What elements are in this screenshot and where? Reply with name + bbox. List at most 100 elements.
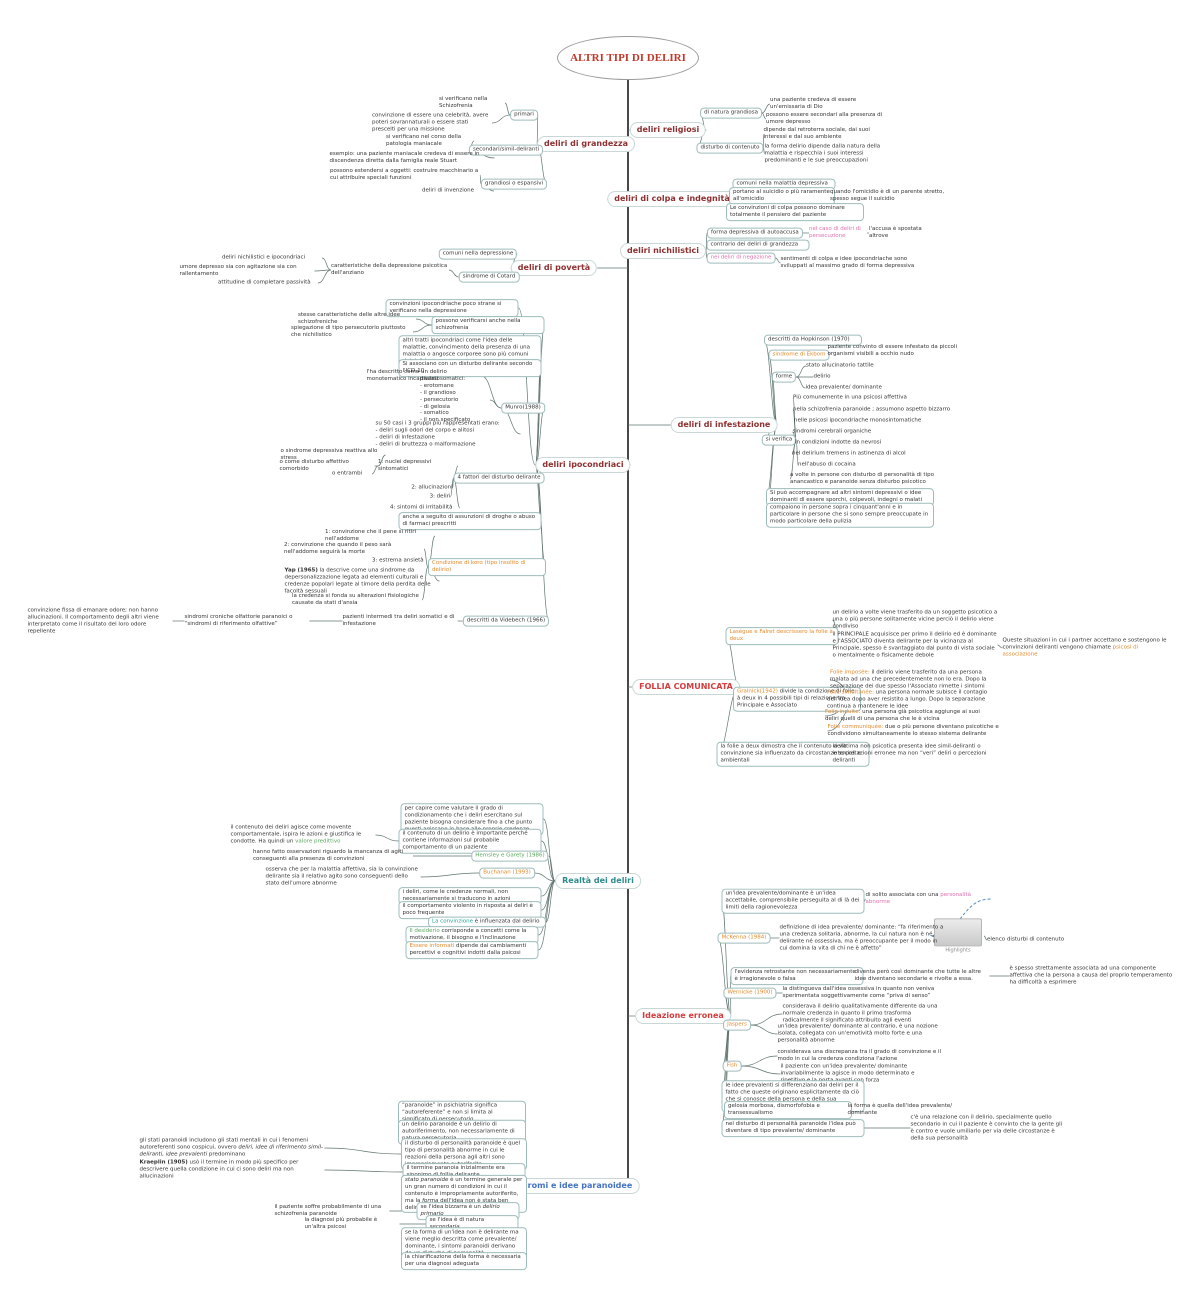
node-il-desiderio-corrisponde-a[interactable]: Il desiderio corrisponde a concetti come…	[405, 926, 539, 944]
node-o-entrambi[interactable]: o entrambi	[332, 470, 363, 477]
node-3-deliri[interactable]: 3: deliri	[429, 493, 451, 500]
node-convinzione-di-essere-una[interactable]: convinzione di essere una celebrità, ave…	[372, 112, 489, 133]
node-a-volte-in-persone[interactable]: a volte in persone con disturbo di perso…	[790, 472, 934, 485]
node-4-fattori-del-disturbo[interactable]: 4 fattori del disturbo delirante	[453, 472, 545, 484]
node-las-gue-e-falret[interactable]: Lasègue e Falret descrissero la folie à …	[725, 627, 839, 645]
node-buchanan-1993[interactable]: Buchanan (1993)	[479, 867, 535, 879]
node-c-una-relazione-con[interactable]: c'è una relazione con il delirio, specia…	[910, 1114, 1063, 1141]
node-si-verificano-nel-corso[interactable]: si verificano nel corso della patologia …	[386, 134, 462, 147]
node-di-natura-grandiosa[interactable]: di natura grandiosa	[700, 107, 762, 119]
node-descritti-da-hopkinson-1970[interactable]: descritti da Hopkinson (1970)	[764, 334, 862, 346]
node-considerava-il-delirio-qualitativamente[interactable]: considerava il delirio qualitativamente …	[782, 1003, 938, 1024]
node-gralnick-1942-divide-la[interactable]: Gralnick(1942) divide la condizione di f…	[733, 686, 861, 712]
node-dipende-dal-retroterra-sociale[interactable]: dipende dal retroterra sociale, dai suoi…	[763, 127, 870, 140]
node-osserva-che-per-la[interactable]: osserva che per la malattia affettiva, s…	[265, 866, 418, 887]
node-1-nuclei-depressivi-sintomatici[interactable]: 1: nuclei depressivi sintomatici	[378, 459, 432, 472]
node-spiegazione-di-tipo-persecutorio[interactable]: spiegazione di tipo persecutorio piuttos…	[291, 325, 406, 338]
node-diversi-somatici-erotomane-il[interactable]: diversi somatici: - erotomane - il grand…	[420, 375, 471, 424]
node-la-credenza-si-fonda[interactable]: la credenza si fonda su alterazioni fisi…	[292, 593, 419, 606]
node-sindromi-cerebrali-organiche[interactable]: sindromi cerebrali organiche	[792, 428, 872, 435]
branch-deliri-di-grandezza[interactable]: deliri di grandezza	[537, 136, 635, 152]
node-nel-delirium-tremens-in[interactable]: nel delirium tremens in astinenza di alc…	[792, 450, 906, 457]
node-si-verifica[interactable]: si verifica	[761, 434, 797, 446]
node-la-forma-delirio-dipende[interactable]: la forma delirio dipende dalla natura de…	[764, 143, 881, 164]
node-2-convinzione-che-quando[interactable]: 2: convinzione che quando il peso sarà n…	[284, 542, 392, 555]
node-folie-simultan-e-una[interactable]: Folie simultanée: una persona normale su…	[827, 690, 997, 711]
branch-realta-dei-deliri[interactable]: Realtà dei deliri	[555, 873, 641, 889]
branch-deliri-ipocondriaci[interactable]: deliri ipocondriaci	[535, 457, 631, 473]
node-una-paziente-credeva-di[interactable]: una paziente credeva di essere un'emissa…	[770, 97, 857, 110]
branch-deliri-di-infestazione[interactable]: deliri di infestazione	[670, 417, 778, 433]
node-considerava-una-discrepanza-tra[interactable]: considerava una discrepanza tra il grado…	[777, 1049, 942, 1062]
node-hemsley-e-garety-1986[interactable]: Hemsley e Garety (1986)	[471, 850, 549, 862]
node-primari[interactable]: primari	[510, 109, 538, 121]
node-quando-l-omicidio-di[interactable]: quando l'omicidio è di un parente strett…	[830, 189, 945, 202]
node-yap-1965-la-descrive[interactable]: Yap (1965) la descrive come una sindrome…	[285, 567, 440, 595]
node-umore-depresso-sia-con[interactable]: umore depresso sia con agitazione sia co…	[179, 264, 297, 277]
branch-follia-comunicata[interactable]: FOLLIA COMUNICATA	[632, 679, 740, 695]
node-attitudine-di-completare-passivit[interactable]: attitudine di completare passività	[218, 279, 311, 286]
node-4-sintomi-di-irritabilit[interactable]: 4: sintomi di irritabilità	[390, 504, 453, 511]
node-delirio[interactable]: delirio	[813, 373, 831, 380]
branch-deliri-di-colpa[interactable]: deliri di colpa e indegnità	[607, 191, 737, 207]
highlights-thumbnail[interactable]: Highlights	[932, 918, 984, 953]
node-nelle-psicosi-ipocondriache-monosintomatiche[interactable]: nelle psicosi ipocondriache monosintomat…	[794, 417, 922, 424]
node-l-ha-descritto-come[interactable]: l'ha descritto come un delirio monotemat…	[366, 369, 447, 382]
node-folie-impos-e-il[interactable]: Folie imposée: il delirio viene trasferi…	[830, 670, 1000, 691]
node-la-distingueva-dall-idea[interactable]: la distingueva dall'idea ossessiva in qu…	[782, 986, 935, 999]
node-grandiosi-o-espansivi[interactable]: grandiosi o espansivi	[480, 178, 548, 190]
node-sindromi-croniche-olfattorie-paranoici[interactable]: sindromi croniche olfattorie paranoici o…	[184, 614, 293, 627]
node-jaspers[interactable]: Jaspers	[723, 1019, 751, 1031]
branch-ideazione-erronea[interactable]: Ideazione erronea	[635, 1008, 731, 1024]
node-sindrome-di-cotard[interactable]: sindrome di Cotard	[458, 271, 520, 283]
node-stesse-caratteristiche-delle-altre[interactable]: stesse caratteristiche delle altre idee …	[298, 312, 401, 325]
node-gli-stati-paranoidi-includono[interactable]: gli stati paranoidi includono gli stati …	[140, 1138, 325, 1159]
node-nell-abuso-di-cocaina[interactable]: nell'abuso di cocaina	[798, 461, 856, 468]
node-munro-1988[interactable]: Munro(1988)	[501, 402, 545, 414]
node-possono-estendersi-a-oggetti[interactable]: possono estendersi a oggetti: costruire …	[330, 168, 479, 181]
node-kraeplin-1905-us-il[interactable]: Kraeplin (1905) usò il termine in modo p…	[140, 1160, 325, 1181]
node-il-contenuto-dei-deliri[interactable]: il contenuto dei deliri agisce come move…	[231, 825, 376, 846]
node-secondari-simil-deliranti[interactable]: secondari/simil-deliranti	[468, 144, 544, 156]
node-compaiono-in-persone-sopra[interactable]: compaiono in persone sopra i cinquant'an…	[766, 502, 934, 528]
node-spesso-strettamente-associata-ad[interactable]: è spesso strettamente associata ad una c…	[1009, 965, 1173, 986]
node-essere-informati-dipende-dai[interactable]: Essere informati dipende dai cambiamenti…	[405, 941, 539, 959]
node-esempio-una-paziente-maniacale[interactable]: esempio: una paziente maniacale credeva …	[329, 151, 480, 164]
node-descritti-da-videbech-1966[interactable]: descritti da Videbech (1966)	[462, 615, 550, 627]
node-3-estrema-ansiet[interactable]: 3: estrema ansietà	[372, 557, 424, 564]
node-si-associano-con-un[interactable]: Si associano con un disturbo delirante s…	[398, 359, 542, 377]
node-la-forma-quella-dell[interactable]: la forma è quella dell'idea prevalente/ …	[847, 1103, 953, 1116]
node-o-come-disturbo-affettivo[interactable]: o come disturbo affettivo comorbido	[279, 459, 349, 472]
node-anche-a-seguito-di[interactable]: anche a seguito di assunzioni di droghe …	[398, 512, 542, 530]
node-deliri-di-invenzione[interactable]: deliri di invenzione	[422, 187, 475, 194]
node-convinzione-fissa-di-emanare[interactable]: convinzione fissa di emanare odore; non …	[27, 607, 159, 634]
node-elenco-disturbi-di-contenuto[interactable]: elenco disturbi di contenuto	[987, 936, 1065, 943]
node-l-accusa-spostata-altrove[interactable]: l'accusa è spostata altrove	[869, 226, 922, 239]
node-wernicke-1900[interactable]: Wernicke (1900)	[723, 987, 777, 999]
node-paziente-convinto-di-essere[interactable]: paziente convinto di essere infestato da…	[827, 344, 957, 357]
node-un-idea-prevalente-dominante[interactable]: un'idea prevalente/dominante è un'idea a…	[721, 888, 865, 914]
branch-deliri-di-poverta[interactable]: deliri di povertà	[510, 260, 598, 276]
node-possono-essere-secondari-alla[interactable]: possono essere secondari alla presenza d…	[766, 112, 883, 125]
node-queste-situazioni-in-cui[interactable]: Queste situazioni in cui i partner accet…	[1003, 638, 1168, 659]
node-mckenna-1984[interactable]: McKenna (1984)	[717, 932, 771, 944]
node-di-solito-associata-con[interactable]: di solito associata con una personalità …	[866, 892, 991, 906]
node-comuni-nella-depressione[interactable]: comuni nella depressione	[438, 248, 518, 260]
node-hanno-fatto-osservazioni-riguardo[interactable]: hanno fatto osservazioni riguardo la man…	[253, 849, 404, 862]
node-1-convinzione-che-il[interactable]: 1: convinzione che il pene si ritiri nel…	[325, 529, 416, 542]
node-forma-depressiva-di-autoaccusa[interactable]: forma depressiva di autoaccusa	[707, 227, 803, 239]
node-contrario-dei-deliri-di[interactable]: contrario dei deliri di grandezza	[706, 239, 810, 251]
node-il-contenuto-di-un[interactable]: il contenuto di un delirio è importante …	[398, 828, 542, 854]
node-disturbo-di-contenuto[interactable]: disturbo di contenuto	[696, 142, 764, 154]
branch-sindromi-paranoidee[interactable]: Sindromi e idee paranoidee	[500, 1178, 640, 1194]
node-idea-prevalente-dominante[interactable]: idea prevalente/ dominante	[805, 384, 882, 391]
node-la-folie-a-deux[interactable]: la folie a deux dimostra che il contenut…	[716, 741, 870, 767]
node-si-verificano-nella-schizofrenia[interactable]: si verificano nella Schizofrenia	[439, 96, 488, 109]
branch-deliri-religiosi[interactable]: deliri religiosi	[629, 122, 707, 138]
node-nel-disturbo-di-personalit[interactable]: nel disturbo di personalità paranoide l'…	[721, 1119, 865, 1137]
node-definizione-di-idea-prevalente[interactable]: definizione di idea prevalente/ dominant…	[779, 924, 944, 951]
node-sentimenti-di-colpa-e[interactable]: sentimenti di colpa e idee ipocondriache…	[780, 256, 915, 269]
node-il-paziente-soffre-probabilmente[interactable]: il paziente soffre probabilmente di una …	[274, 1204, 382, 1217]
node-stato-allucinatorio-tattile[interactable]: stato allucinatorio tattile	[806, 362, 874, 369]
node-nella-schizofrenia-paranoide-assumono[interactable]: nella schizofrenia paranoide ; assumono …	[793, 406, 951, 413]
